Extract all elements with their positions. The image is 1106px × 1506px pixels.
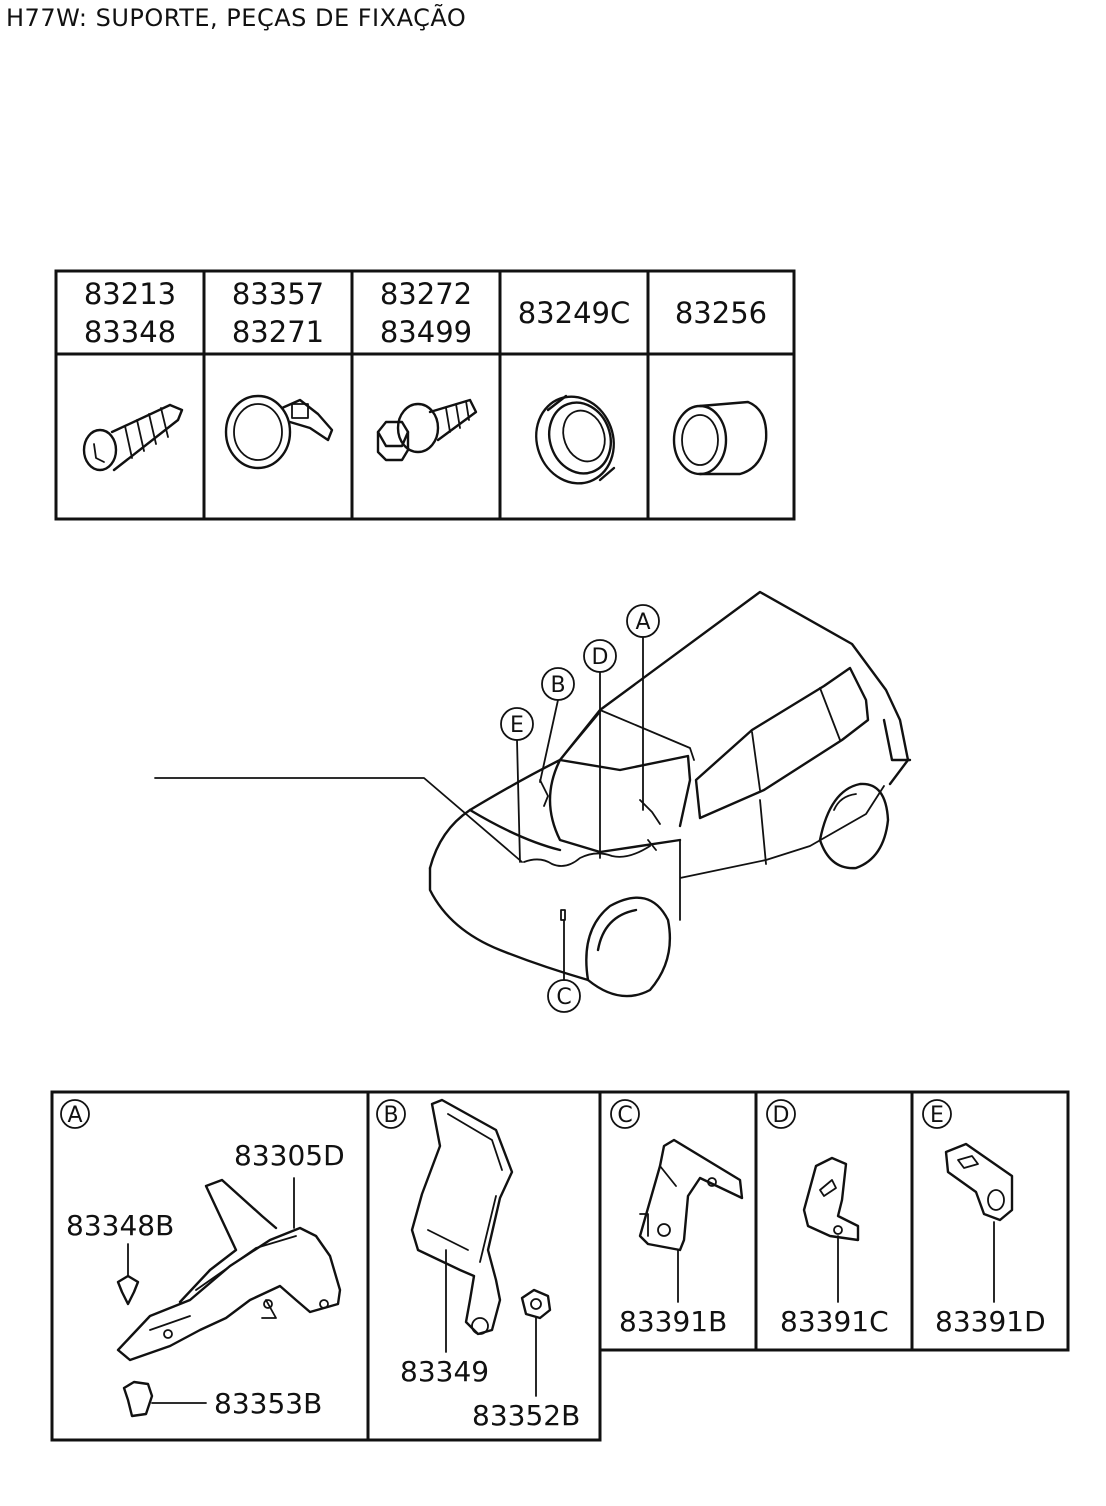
bolt-icon [376, 398, 478, 462]
table-code: 83213 [84, 277, 176, 311]
part-label: 83391C [780, 1305, 889, 1338]
callout-d: D [583, 639, 617, 673]
part-label: 83391D [935, 1305, 1046, 1338]
grommet-icon [535, 394, 616, 485]
table-code: 83256 [675, 296, 767, 330]
table-code: 83272 [380, 277, 472, 311]
detail-panels: A 83305D 83348B 83353B B 83349 83352B [50, 1090, 1070, 1442]
callout-c: C [547, 979, 581, 1013]
detail-panel-e: E 83391D [922, 1099, 1046, 1338]
panel-letter: A [67, 1103, 82, 1128]
part-label: 83391B [619, 1305, 727, 1338]
part-label: 83349 [400, 1355, 489, 1388]
part-label: 83305D [234, 1139, 345, 1172]
fastener-table: 83213 83348 83357 83271 83272 83499 8324… [54, 269, 796, 521]
callout-a: A [626, 604, 660, 638]
callout-b: B [541, 667, 575, 701]
table-code: 83499 [380, 315, 472, 349]
table-code: 83249C [518, 296, 631, 330]
part-label: 83348B [66, 1209, 174, 1242]
page-title: H77W: SUPORTE, PEÇAS DE FIXAÇÃO [6, 4, 467, 32]
svg-text:B: B [550, 673, 565, 698]
screw-icon [82, 403, 184, 472]
table-code: 83271 [232, 315, 324, 349]
part-label: 83353B [214, 1387, 322, 1420]
panel-letter: D [773, 1103, 790, 1128]
table-code: 83357 [232, 277, 324, 311]
detail-panel-d: D 83391C [766, 1099, 889, 1338]
callout-e: E [500, 707, 534, 741]
part-label: 83352B [472, 1399, 580, 1432]
plug-icon [672, 400, 768, 476]
panel-letter: B [383, 1103, 398, 1128]
panel-letter: C [617, 1103, 632, 1128]
detail-panel-a: A 83305D 83348B 83353B [60, 1099, 345, 1420]
detail-panel-b: B 83349 83352B [376, 1098, 580, 1432]
svg-text:D: D [592, 645, 609, 670]
svg-text:C: C [556, 985, 571, 1010]
detail-panel-c: C 83391B [610, 1099, 744, 1338]
vehicle-drawing: A D B E C [154, 590, 912, 1013]
svg-text:E: E [510, 713, 524, 738]
table-code: 83348 [84, 315, 176, 349]
panel-letter: E [930, 1103, 944, 1128]
svg-text:A: A [635, 610, 650, 635]
band-clip-icon [224, 394, 334, 470]
